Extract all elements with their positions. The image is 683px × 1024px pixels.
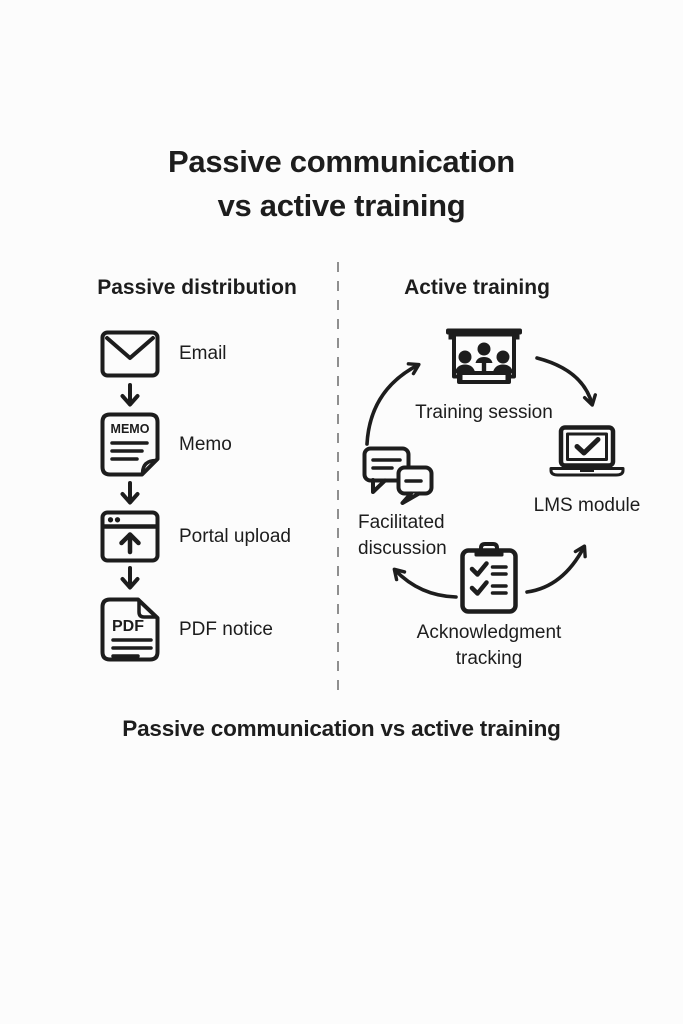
node-label-acknowledgment-tracking: Acknowledgment tracking	[416, 622, 562, 669]
chat-bubbles-icon	[362, 446, 434, 509]
page-title-line2: vs active training	[217, 188, 466, 223]
down-arrow-icon	[120, 566, 140, 590]
clipboard-checklist-icon	[460, 542, 518, 614]
pdf-icon-text: PDF	[112, 618, 144, 635]
column-divider	[337, 262, 339, 694]
email-icon	[100, 330, 160, 378]
list-item-memo: MEMO Memo	[100, 412, 232, 477]
memo-icon: MEMO	[100, 412, 160, 477]
pdf-document-icon: PDF	[100, 597, 160, 662]
page-title-line1: Passive communication	[168, 144, 515, 179]
list-item-pdf-notice: PDF PDF notice	[100, 597, 273, 662]
portal-upload-icon	[100, 510, 160, 563]
arrow-tracking-to-lms	[525, 544, 587, 594]
list-item-label: Portal upload	[179, 525, 291, 547]
left-column-header: Passive distribution	[97, 276, 297, 299]
node-label-training-session: Training session	[415, 402, 553, 423]
right-column-header: Active training	[404, 276, 550, 299]
laptop-check-icon	[547, 425, 627, 478]
memo-icon-text: MEMO	[111, 422, 150, 436]
page-title: Passive communication vs active training	[0, 140, 683, 228]
arrow-tracking-to-discussion	[392, 567, 458, 599]
list-item-label: Email	[179, 343, 227, 364]
down-arrow-icon	[120, 383, 140, 407]
training-session-icon	[444, 326, 524, 390]
down-arrow-icon	[120, 481, 140, 505]
caption: Passive communication vs active training	[122, 716, 561, 741]
list-item-label: Memo	[179, 433, 232, 455]
arrow-training-to-lms	[535, 356, 597, 407]
list-item-label: PDF notice	[179, 618, 273, 640]
node-label-lms-module: LMS module	[533, 495, 641, 516]
list-item-email: Email	[100, 330, 227, 378]
node-label-facilitated-discussion: Facilitated discussion	[358, 512, 447, 559]
list-item-portal-upload: Portal upload	[100, 510, 291, 563]
